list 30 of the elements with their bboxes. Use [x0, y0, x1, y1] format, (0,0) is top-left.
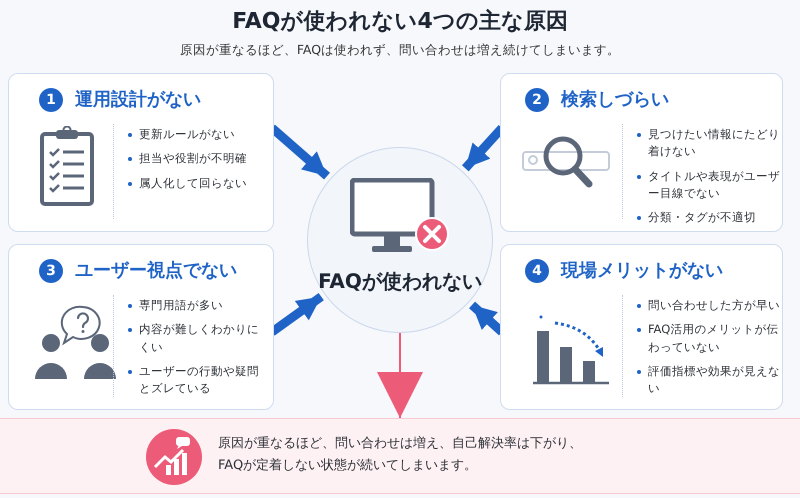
bullet-text: 内容が難しくわかりにくい: [127, 321, 267, 356]
card-heading: 運用設計がない: [75, 88, 201, 111]
cause-card: [8, 244, 274, 410]
cause-card: [500, 73, 783, 232]
number-badge: 4: [525, 259, 549, 283]
title: FAQが使われない4つの主な原因: [232, 8, 568, 36]
bullet-text: タイトルや表現がユーザー目線でない: [636, 168, 783, 202]
number-badge: 3: [39, 259, 63, 283]
number-badge: 1: [39, 88, 63, 112]
subtitle: 原因が重なるほど、FAQは使われず、問い合わせは増え続けてしまいます。: [180, 42, 620, 59]
bullet-text: 担当や役割が不明確: [127, 150, 267, 168]
bullet-text: 評価指標や効果が見えない: [636, 362, 783, 398]
bullet-text: ユーザーの行動や疑問とズレている: [127, 362, 267, 398]
down-triangle-arrow: [377, 333, 423, 418]
cause-card: [8, 73, 274, 232]
center-text: FAQが使われない: [317, 268, 483, 295]
summary-banner: [0, 418, 800, 494]
bullet-text: 問い合わせした方が早い: [636, 297, 783, 314]
bullet-text: 更新ルールがない: [127, 126, 267, 144]
card-heading: ユーザー視点でない: [75, 259, 237, 282]
bullet-text: 分類・タグが不適切: [636, 209, 783, 226]
bullet-text: 専門用語が多い: [127, 297, 267, 314]
number-badge: 2: [525, 88, 549, 112]
cause-card: [500, 244, 783, 410]
summary-text: 原因が重なるほど、問い合わせは増え、自己解決率は下がり、FAQが定着しない状態が続いてしまいます。: [218, 434, 583, 476]
card-heading: 現場メリットがない: [561, 259, 723, 282]
bullet-text: FAQ活用のメリットが伝わっていない: [636, 321, 783, 356]
card-heading: 検索しづらい: [561, 88, 669, 111]
bullet-text: 属人化して回らない: [127, 174, 267, 192]
bullet-text: 見つけたい情報にたどり着けない: [636, 126, 783, 160]
